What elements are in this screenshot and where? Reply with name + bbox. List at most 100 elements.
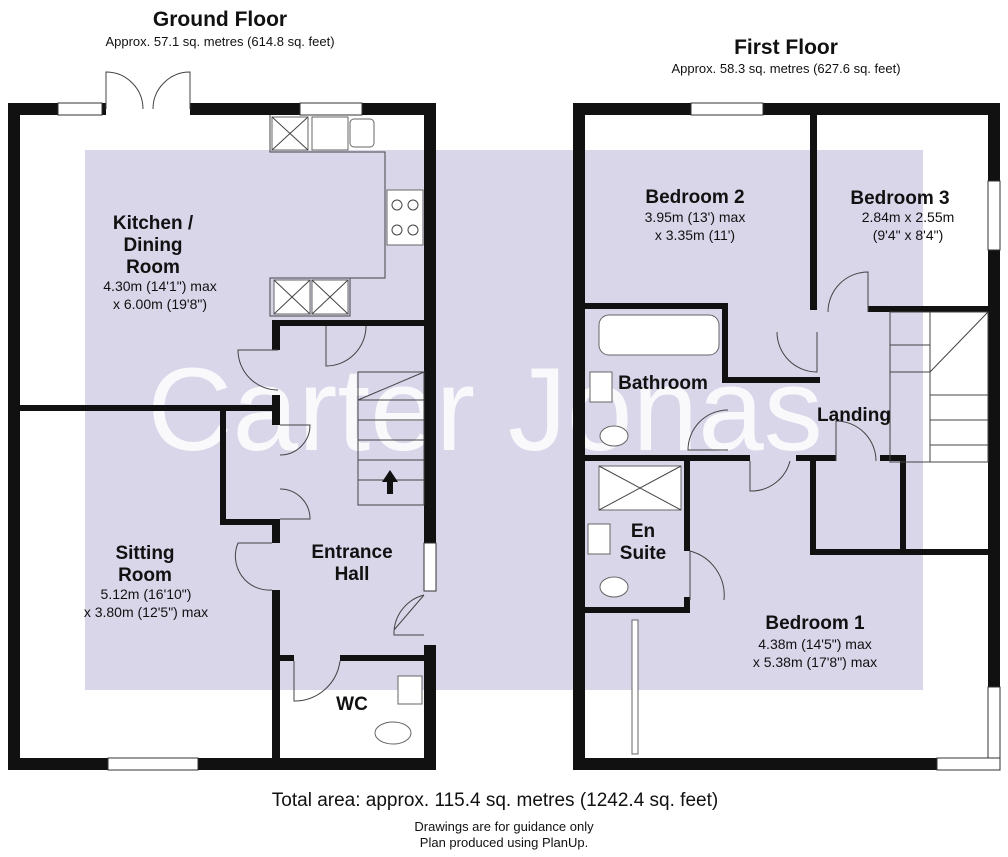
sitting-name-1: Sitting [115,543,174,564]
gf-window-top-left [57,102,103,116]
ff-door-bed3 [827,271,869,313]
gf-wall-cupboard-bottom [220,519,280,525]
ff-wall-left [573,103,585,770]
ff-wall-bed2-bottom [585,303,728,309]
gf-door-stairs [325,325,367,367]
ff-wall-bath-bottom [585,455,723,461]
sitting-dim-1: 5.12m (16'10") [101,586,192,602]
kitchen-dim-2: x 6.00m (19'8") [113,296,207,312]
gf-stairs [357,371,425,506]
gf-wall-wc-top-left [278,655,294,661]
wc-name: WC [336,694,368,715]
ground-floor-plan [8,71,437,771]
gf-kitchen-units [269,115,424,317]
ff-wall-landing-bottom-left [690,455,750,461]
gf-window-top-right [299,102,363,116]
ff-wall-cupboard-left [810,455,816,555]
gf-wall-top-right [362,103,436,115]
gf-stairs-arrow-icon [382,470,398,494]
gf-window-hall [423,542,437,592]
gf-door-sitting [234,542,273,591]
sitting-dim-2: x 3.80m (12'5") max [84,604,208,620]
kitchen-name-3: Room [126,257,180,278]
bedroom1-dim-1: 4.38m (14'5") max [758,636,871,652]
gf-door-wc [293,660,341,702]
ff-wall-bed3-bottom [868,306,988,312]
gf-door-kitchen [237,349,279,391]
ff-window-top [690,102,764,116]
kitchen-name-1: Kitchen / [113,213,194,234]
gf-wall-cupboard-left [220,405,226,525]
gf-wall-bottom-left [8,758,108,770]
ensuite-name-2: Suite [620,543,666,564]
bedroom1-dim-2: x 5.38m (17'8") max [753,654,877,670]
bedroom2-dim-1: 3.95m (13') max [645,209,746,225]
hall-name-2: Hall [335,564,370,585]
ff-wall-bed2-bed3 [810,115,817,310]
bedroom3-name: Bedroom 3 [850,188,949,209]
ff-door-cupboard [835,420,877,462]
gf-wall-sitting-kitchen [20,405,270,411]
ff-bath [598,314,720,356]
gf-wall-cupboard-top [220,405,280,411]
gf-area: Approx. 57.1 sq. metres (614.8 sq. feet) [105,34,334,49]
gf-french-doors [105,71,191,110]
ff-bath-toilet [599,425,629,447]
gf-wall-right-lower [424,645,436,770]
bedroom2-name: Bedroom 2 [645,187,744,208]
bedroom3-dim-1: 2.84m x 2.55m [862,209,955,225]
total-area: Total area: approx. 115.4 sq. metres (12… [272,790,718,811]
ff-wall-bath-right [722,303,728,383]
ff-bath-basin [589,371,613,403]
ff-door-ensuite [689,550,725,601]
ff-area: Approx. 58.3 sq. metres (627.6 sq. feet) [671,61,900,76]
ff-wall-right-mid [988,250,1000,687]
ff-door-bed2 [776,331,818,373]
sitting-name-2: Room [118,565,172,586]
footer-note-1: Drawings are for guidance only [414,819,594,834]
gf-wall-hall-left-bottom [272,590,280,760]
ff-wall-top-left [573,103,691,115]
ff-window-bed3 [987,180,1001,251]
ff-wall-ensuite-right-low [684,597,690,611]
ff-window-bed1-bottom [936,757,1001,771]
gf-wall-hall-left-low [272,519,280,543]
gf-wall-bottom-right [198,758,436,770]
ff-wall-top-right [763,103,1000,115]
gf-door-front [393,594,425,636]
landing-name: Landing [817,405,891,426]
ff-stairs [889,311,989,463]
ff-wall-cupboard-right [900,455,906,553]
bedroom1-name: Bedroom 1 [765,613,865,634]
ff-door-bed1 [749,460,791,492]
gf-wall-wc-top-right [340,655,426,661]
ff-wall-cupboard-bottom [810,549,988,555]
first-floor-plan [573,102,1001,771]
ff-door-bath [687,409,729,451]
kitchen-name-2: Dining [123,235,182,256]
gf-wc-basin [397,675,423,705]
gf-wall-hall-top [278,320,426,326]
gf-wc-toilet [374,721,412,745]
bedroom2-dim-2: x 3.35m (11') [655,227,735,243]
gf-wall-hall-left-top [272,320,280,350]
ff-ensuite-basin [587,523,611,555]
hall-name-1: Entrance [311,542,392,563]
ff-wardrobe [631,619,639,755]
gf-window-bottom [107,757,199,771]
ff-title: First Floor [734,36,838,59]
kitchen-dim-1: 4.30m (14'1") max [103,278,216,294]
gf-title: Ground Floor [153,8,287,31]
ff-ensuite-toilet [599,576,629,598]
footer-note-2: Plan produced using PlanUp. [420,835,588,850]
ff-wall-ensuite-bottom [585,607,690,613]
bedroom3-dim-2: (9'4" x 8'4") [873,227,944,243]
gf-wall-left [8,103,20,770]
ff-wall-landing-right [880,455,906,461]
gf-wall-top-mid [190,103,300,115]
gf-wall-right-upper [424,103,436,543]
bathroom-name: Bathroom [618,373,708,394]
gf-door-cupboard [279,424,311,520]
ff-wall-right-top [988,103,1000,181]
